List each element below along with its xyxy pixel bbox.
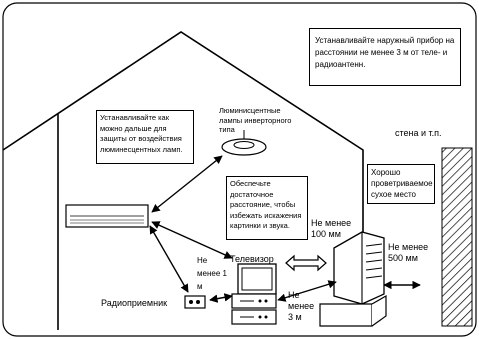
frame [2, 2, 477, 337]
tv-label: Телевизор [230, 254, 274, 264]
wall-hatch [441, 147, 473, 327]
radio [184, 295, 206, 309]
fluorescent-note: Устанавливайте как можно дальше для защи… [96, 110, 194, 164]
distance-note: Обеспечьте достаточное расстояние, чтобы… [226, 176, 308, 240]
min-1m-label: Не менее 1 м [197, 256, 227, 291]
indoor-unit [65, 204, 149, 228]
ventilated-note: Хорошо проветриваемое сухое место [367, 164, 435, 204]
house-outline [2, 31, 364, 232]
distance-arrows [149, 155, 421, 303]
min-500-label: Не менее 500 мм [388, 242, 429, 263]
radio-label: Радиоприемник [101, 298, 168, 308]
min-100-label: Не менее 100 мм [311, 218, 352, 239]
lamps-label: Люминисцентные лампы инверторного типа [219, 106, 292, 134]
outdoor-unit [319, 231, 387, 327]
min-3m-label: Не менее 3 м [288, 290, 315, 322]
clearance-arrow-100 [285, 254, 327, 272]
outdoor-unit-note: Устанавливайте наружный прибор на рассто… [309, 28, 461, 86]
wall-label: стена и т.п. [395, 128, 442, 138]
lamp [221, 130, 267, 156]
tv [231, 263, 277, 325]
